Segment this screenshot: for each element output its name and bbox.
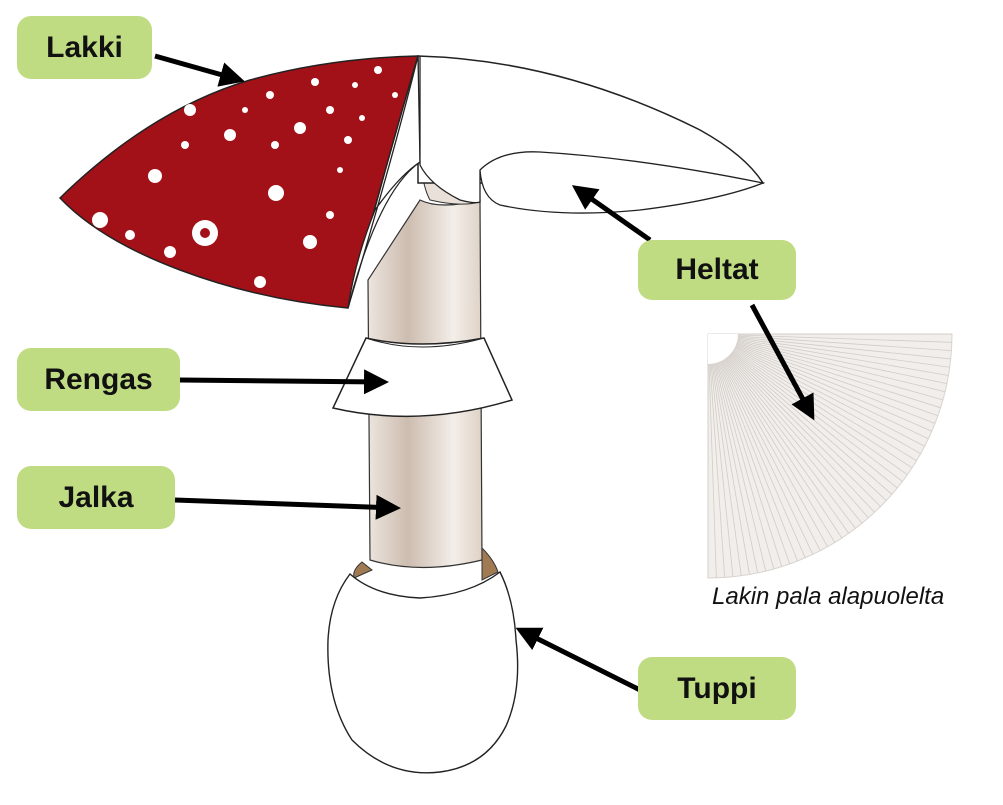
arrows — [154, 53, 815, 693]
gill-line — [709, 363, 726, 578]
gill-line — [730, 353, 893, 495]
gill-line — [734, 347, 925, 447]
label-volva: Tuppi — [638, 657, 796, 720]
gill-line — [712, 363, 750, 575]
gill-line — [736, 342, 941, 409]
gill-fan-caption: Lakin pala alapuolelta — [712, 583, 945, 610]
arrow-gills — [571, 185, 652, 243]
gill-line — [729, 354, 887, 501]
gill-line — [722, 359, 828, 547]
label-gills: Heltat — [638, 240, 796, 300]
gill-line — [717, 362, 791, 565]
gill-line — [728, 354, 881, 507]
gill-line — [715, 362, 775, 570]
gill-line — [711, 363, 742, 576]
gill-line — [735, 344, 936, 424]
gill-line — [733, 349, 917, 462]
cap-red — [58, 55, 420, 309]
arrow-cap — [154, 53, 245, 87]
gill-line — [737, 334, 952, 343]
gill-fan — [707, 333, 953, 579]
gill-line — [708, 363, 717, 578]
gill-line — [720, 360, 814, 555]
gill-line — [723, 359, 836, 543]
gill-line — [732, 350, 913, 469]
gill-line — [719, 361, 806, 558]
label-ring: Rengas — [17, 348, 180, 411]
gill-line — [731, 351, 903, 482]
gill-line — [728, 355, 875, 513]
gill-line — [734, 346, 929, 440]
volva — [327, 546, 519, 774]
arrow-ring — [179, 369, 389, 395]
gill-line — [721, 360, 821, 551]
label-cap: Lakki — [17, 16, 152, 79]
gill-line — [714, 363, 767, 572]
gill-line — [727, 356, 869, 519]
gill-line — [718, 361, 798, 562]
gill-line — [737, 335, 952, 352]
label-stem: Jalka — [17, 466, 175, 529]
gill-line — [735, 345, 932, 432]
gill-line — [732, 350, 908, 476]
gill-line — [726, 357, 863, 524]
arrow-fan — [749, 303, 815, 421]
gill-line — [724, 358, 850, 534]
arrow-stem — [174, 494, 401, 520]
ring — [331, 337, 514, 418]
gill-line — [725, 357, 856, 529]
cap-section — [347, 55, 766, 309]
gill-line — [731, 352, 898, 489]
gill-line — [733, 348, 921, 454]
gill-line — [737, 340, 946, 393]
gill-line — [716, 362, 783, 567]
gill-line — [710, 363, 734, 577]
arrow-volva — [515, 627, 642, 693]
gill-line — [736, 341, 944, 401]
gill-line — [736, 343, 939, 417]
gill-line — [724, 358, 843, 539]
gill-line — [713, 363, 759, 573]
